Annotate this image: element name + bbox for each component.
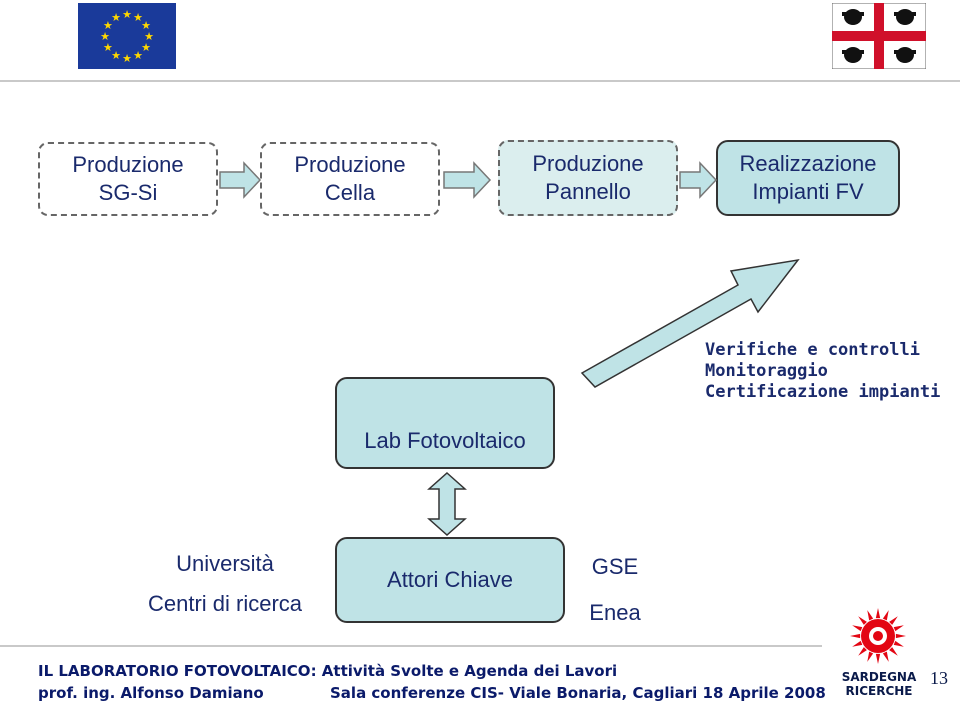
actors-right: GSE Enea — [580, 544, 650, 636]
diagonal-arrow — [580, 258, 800, 388]
flow-box-cella-line2: Cella — [324, 180, 376, 205]
vertical-double-arrow — [427, 471, 467, 537]
sun-ray-icon — [875, 653, 881, 664]
sun-ray-icon — [850, 633, 861, 639]
flow-arrow-3 — [679, 161, 718, 199]
sun-ray-icon — [875, 608, 881, 619]
flow-box-impianti-line1: Realizzazione — [739, 151, 877, 176]
activity-monitoraggio: Monitoraggio — [705, 361, 828, 381]
sun-ray-icon — [852, 640, 863, 647]
sun-ray-icon — [889, 616, 898, 625]
sun-ray-icon — [867, 651, 874, 662]
sardinia-flag-logo — [832, 3, 926, 69]
attori-chiave-label: Attori Chiave — [387, 567, 513, 592]
sun-ray-icon — [889, 647, 898, 656]
flow-arrow-1 — [219, 161, 262, 199]
footer-venue: Sala conferenze CIS- Viale Bonaria, Cagl… — [330, 684, 826, 702]
flow-box-pannello-line1: Produzione — [532, 151, 644, 176]
lab-fotovoltaico-label: Lab Fotovoltaico — [364, 428, 526, 453]
activities-list: Verifiche e controlli Monitoraggio Certi… — [705, 340, 940, 403]
sun-ray-icon — [882, 651, 889, 662]
sun-ray-icon — [895, 633, 906, 639]
flow-box-cella-line1: Produzione — [294, 152, 406, 177]
footer-title: IL LABORATORIO FOTOVOLTAICO: Attività Sv… — [38, 662, 618, 680]
flow-box-impianti-line2: Impianti FV — [752, 179, 864, 204]
lab-fotovoltaico-box: Lab Fotovoltaico — [335, 377, 555, 469]
eu-star-icon: ★ — [122, 9, 132, 21]
flow-box-sg-si-line1: Produzione — [72, 152, 184, 177]
footer-rule — [0, 645, 822, 647]
sun-ray-icon — [882, 610, 889, 621]
eu-star-icon: ★ — [100, 31, 110, 43]
eu-star-icon: ★ — [133, 12, 143, 24]
sun-ray-icon — [893, 640, 904, 647]
footer-author: prof. ing. Alfonso Damiano — [38, 684, 264, 702]
actors-left: Università Centri di ricerca — [130, 544, 320, 624]
eu-star-icon: ★ — [111, 50, 121, 62]
sardegna-ricerche-logo — [850, 608, 906, 664]
flow-box-sg-si-line2: SG-Si — [98, 180, 158, 205]
logo-wordmark: SARDEGNA RICERCHE — [834, 670, 924, 698]
eu-star-icon: ★ — [122, 53, 132, 65]
actor-enea: Enea — [589, 600, 641, 625]
sun-ray-icon — [858, 616, 867, 625]
eu-star-icon: ★ — [141, 20, 151, 32]
eu-star-icon: ★ — [103, 42, 113, 54]
attori-chiave-box: Attori Chiave — [335, 537, 565, 623]
sun-ray-icon — [852, 625, 863, 632]
actor-gse: GSE — [591, 554, 639, 579]
eu-star-icon: ★ — [144, 31, 154, 43]
logo-line1: SARDEGNA — [841, 670, 917, 684]
eu-flag-logo: ★★★★★★★★★★★★ — [78, 3, 176, 69]
eu-star-icon: ★ — [133, 50, 143, 62]
logo-line2: RICERCHE — [845, 684, 913, 698]
page-number: 13 — [930, 668, 948, 688]
actor-centri-ricerca: Centri di ricerca — [147, 591, 303, 616]
actor-universita: Università — [176, 551, 274, 576]
sun-ray-icon — [867, 610, 874, 621]
activity-certificazione: Certificazione impianti — [705, 382, 941, 402]
header-rule — [0, 80, 960, 82]
eu-star-icon: ★ — [103, 20, 113, 32]
sun-ray-icon — [858, 647, 867, 656]
flow-arrow-2 — [443, 161, 492, 199]
activity-verifiche: Verifiche e controlli — [705, 340, 920, 360]
eu-star-icon: ★ — [141, 42, 151, 54]
flow-box-pannello-line2: Pannello — [545, 179, 631, 204]
eu-star-icon: ★ — [111, 12, 121, 24]
sun-ray-icon — [893, 625, 904, 632]
